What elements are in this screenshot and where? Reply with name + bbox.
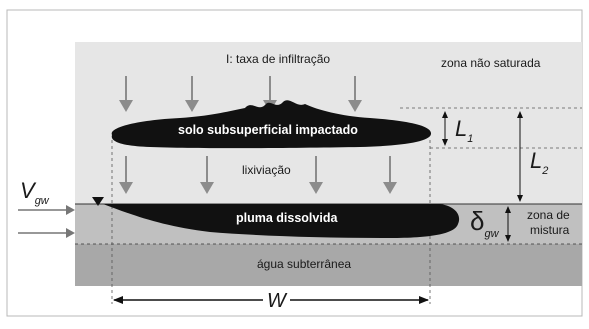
l1-symbol-main: L	[455, 116, 468, 141]
mixing-zone-label-line1: zona de	[527, 208, 570, 222]
leaching-arrow-head-3	[309, 182, 323, 194]
l2-symbol-sub: 2	[542, 165, 549, 177]
mixing-zone-label-line2: mistura	[530, 223, 570, 237]
delta-gw-symbol-sub: gw	[484, 228, 499, 240]
leaching-arrows	[119, 156, 397, 194]
vgw-symbol: Vgw	[20, 178, 49, 207]
vgw-symbol-sub: gw	[34, 195, 49, 207]
water-table-icon	[92, 197, 104, 206]
flow-arrowhead-1	[66, 205, 75, 215]
infiltration-label: I: taxa de infiltração	[226, 52, 331, 66]
dissolved-plume-shape	[103, 204, 460, 238]
impacted-soil-blob	[111, 100, 432, 149]
l2-symbol-main: L	[530, 148, 543, 173]
infiltration-arrows	[119, 76, 362, 112]
delta-gw-symbol-main: δ	[470, 206, 485, 236]
leaching-arrow-head-1	[119, 182, 133, 194]
groundwater-label: água subterrânea	[257, 257, 352, 271]
leaching-arrow-head-2	[200, 182, 214, 194]
infiltration-arrow-head-4	[348, 100, 362, 112]
unsaturated-zone-label: zona não saturada	[441, 56, 541, 70]
vgw-symbol-main: V	[20, 178, 35, 203]
leaching-arrow-head-4	[383, 182, 397, 194]
impacted-soil-label: solo subsuperficial impactado	[178, 123, 358, 137]
l1-symbol-sub: 1	[467, 133, 474, 145]
flow-arrowhead-2	[66, 228, 75, 238]
dissolved-plume-label: pluma dissolvida	[236, 211, 338, 225]
groundwater-layer	[75, 244, 582, 286]
l1-symbol: L1	[455, 116, 474, 145]
width-symbol: W	[263, 290, 290, 313]
infiltration-arrow-head-1	[119, 100, 133, 112]
l2-symbol: L2	[530, 148, 549, 177]
delta-gw-symbol: δgw	[470, 206, 499, 240]
infiltration-arrow-head-2	[185, 100, 199, 112]
leaching-label: lixiviação	[242, 163, 291, 177]
